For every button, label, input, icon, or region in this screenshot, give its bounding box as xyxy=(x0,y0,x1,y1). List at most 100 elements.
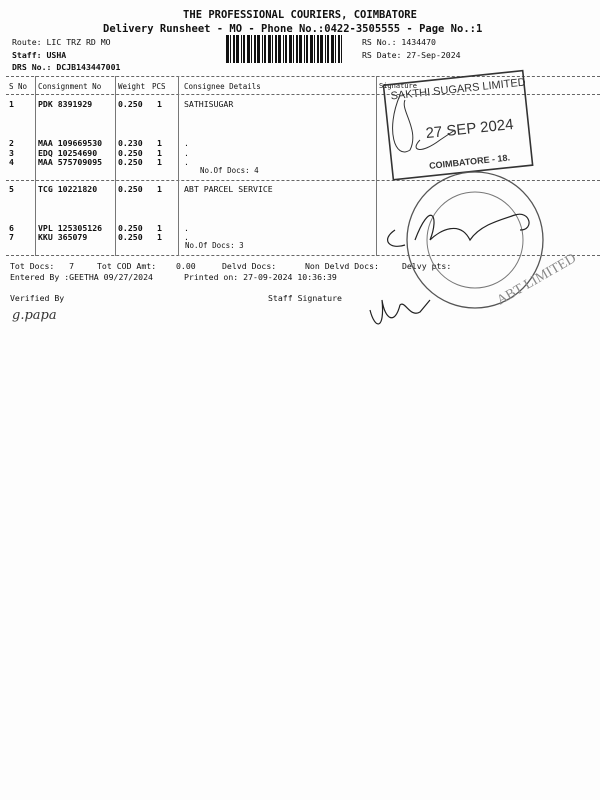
barcode-bar xyxy=(335,35,336,63)
row-weight: 0.250 xyxy=(118,232,143,242)
row-cons: TCG 10221820 xyxy=(38,184,98,194)
staff-signature-scribble xyxy=(369,299,431,325)
row-pcs: 1 xyxy=(157,138,162,148)
row-weight: 0.250 xyxy=(118,223,143,233)
non-delvd-docs: Non Delvd Docs: xyxy=(305,261,379,271)
col-consignment: Consignment No xyxy=(38,82,102,91)
barcode-bar xyxy=(243,35,245,63)
barcode-bar xyxy=(233,35,235,63)
barcode-bar xyxy=(254,35,256,63)
row-sno: 5 xyxy=(9,184,14,194)
barcode-bar xyxy=(317,35,319,63)
row-detail: . xyxy=(184,148,189,158)
row-pcs: 1 xyxy=(157,99,162,109)
barcode-bar xyxy=(262,35,263,63)
row-pcs: 1 xyxy=(157,232,162,242)
row-weight: 0.250 xyxy=(118,157,143,167)
row-pcs: 1 xyxy=(157,148,162,158)
stamp-text-1: SAKTHI SUGARS LIMITED xyxy=(390,76,526,102)
row-detail: . xyxy=(184,157,189,167)
row-cons: VPL 125305126 xyxy=(38,223,103,233)
row-sno: 2 xyxy=(9,138,14,148)
barcode-bar xyxy=(293,35,294,63)
barcode-bar xyxy=(285,35,287,63)
row-cons: MAA 109669530 xyxy=(38,138,103,148)
verified-signature: g.papa xyxy=(12,308,57,323)
stamp-date: 27 SEP 2024 xyxy=(425,116,514,142)
barcode-bar xyxy=(338,35,340,63)
col-pcs: PCS xyxy=(152,82,166,91)
tot-cod-label: Tot COD Amt: xyxy=(97,261,157,271)
staff: Staff: USHA xyxy=(12,50,67,60)
barcode-bar xyxy=(236,35,239,63)
row-weight: 0.250 xyxy=(118,148,143,158)
docs-count: No.Of Docs: 3 xyxy=(185,241,244,250)
row-sno: 1 xyxy=(9,99,14,109)
sakthi-sugars-stamp: SAKTHI SUGARS LIMITED 27 SEP 2024 COIMBA… xyxy=(382,69,534,181)
col-sno: S No xyxy=(9,82,28,91)
barcode-bar xyxy=(226,35,229,63)
row-cons: PDK 8391929 xyxy=(38,99,93,109)
consignee-name: ABT PARCEL SERVICE xyxy=(184,184,273,194)
delvy-pts: Delvy pts: xyxy=(402,261,452,271)
barcode-bar xyxy=(257,35,260,63)
row-weight: 0.250 xyxy=(118,99,143,109)
verified-by: Verified By xyxy=(10,293,65,303)
col-weight: Weight xyxy=(118,82,146,91)
printed-on: Printed on: 27-09-2024 10:36:39 xyxy=(184,272,337,282)
row-cons: EDQ 10254690 xyxy=(38,148,98,158)
barcode-bar xyxy=(289,35,292,63)
barcode xyxy=(226,35,342,63)
signature-scribble-1 xyxy=(392,94,456,153)
row-pcs: 1 xyxy=(157,223,162,233)
row-detail: . xyxy=(184,232,189,242)
row-sno: 4 xyxy=(9,157,14,167)
barcode-bar xyxy=(272,35,273,63)
row-detail: . xyxy=(184,138,189,148)
rs-no: RS No.: 1434470 xyxy=(362,37,436,47)
col-signature: Signature xyxy=(379,82,417,90)
barcode-bar xyxy=(325,35,326,63)
abt-round-stamp: ABT LIMITED xyxy=(406,171,579,309)
runsheet-subtitle: Delivery Runsheet - MO - Phone No.:0422-… xyxy=(103,23,483,35)
tot-cod-value: 0.00 xyxy=(176,261,196,271)
consignee-name: SATHISUGAR xyxy=(184,99,234,109)
row-sno: 7 xyxy=(9,232,14,242)
tot-docs: Tot Docs: 7 xyxy=(10,261,75,271)
barcode-bar xyxy=(251,35,252,63)
row-sno: 6 xyxy=(9,223,14,233)
barcode-bar xyxy=(268,35,271,63)
barcode-bar xyxy=(230,35,231,63)
barcode-bar xyxy=(310,35,313,63)
barcode-bar xyxy=(341,35,342,63)
row-sno: 3 xyxy=(9,148,14,158)
barcode-bar xyxy=(299,35,302,63)
docs-count: No.Of Docs: 4 xyxy=(200,166,259,175)
route: Route: LIC TRZ RD MO xyxy=(12,37,111,47)
barcode-bar xyxy=(327,35,329,63)
row-cons: KKU 365079 xyxy=(38,232,88,242)
barcode-bar xyxy=(283,35,284,63)
barcode-bar xyxy=(278,35,281,63)
row-pcs: 1 xyxy=(157,184,162,194)
round-stamp-text: ABT LIMITED xyxy=(495,251,579,308)
barcode-bar xyxy=(331,35,334,63)
company-title: THE PROFESSIONAL COURIERS, COIMBATORE xyxy=(183,9,417,21)
barcode-bar xyxy=(320,35,323,63)
row-cons: MAA 575709095 xyxy=(38,157,103,167)
drs-no: DRS No.: DCJB143447001 xyxy=(12,62,121,72)
barcode-bar xyxy=(275,35,277,63)
row-weight: 0.250 xyxy=(118,184,143,194)
barcode-bar xyxy=(306,35,308,63)
rs-date: RS Date: 27-Sep-2024 xyxy=(362,50,461,60)
barcode-bar xyxy=(241,35,242,63)
signature-scribble-2 xyxy=(387,213,530,247)
row-detail: . xyxy=(184,223,189,233)
entered-by: Entered By :GEETHA 09/27/2024 xyxy=(10,272,153,282)
delvd-docs: Delvd Docs: xyxy=(222,261,277,271)
staff-signature-label: Staff Signature xyxy=(268,293,342,303)
barcode-bar xyxy=(304,35,305,63)
barcode-bar xyxy=(296,35,298,63)
